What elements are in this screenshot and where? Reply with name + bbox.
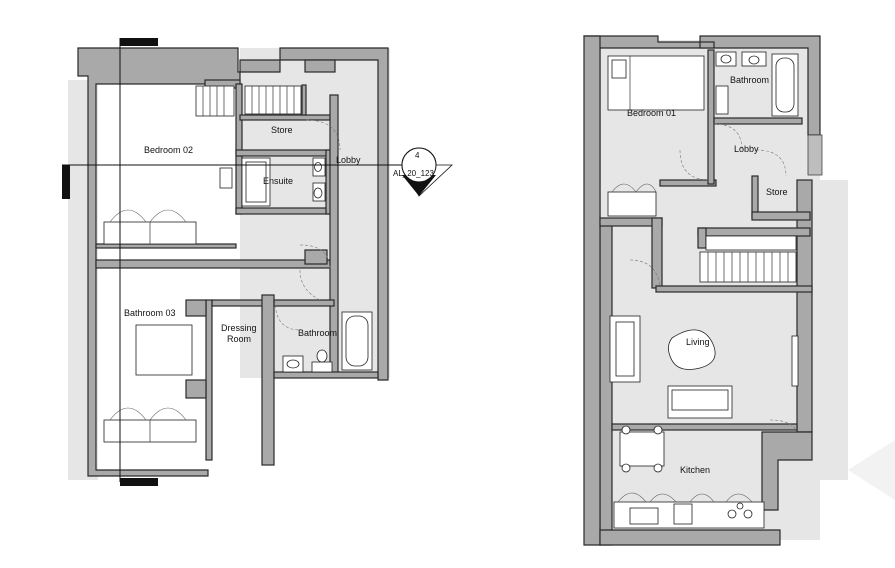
right-interior-walls bbox=[599, 41, 813, 431]
right-stairs bbox=[699, 235, 797, 283]
left-stairs bbox=[195, 85, 302, 117]
right-bathroom-fixtures bbox=[715, 51, 799, 117]
room-label-lobby: Lobby bbox=[734, 144, 759, 154]
room-label-bathroom-03: Bathroom 03 bbox=[124, 308, 176, 318]
left-floor-plan: Bedroom 02 Store Lobby Ensuite Bathroom … bbox=[62, 38, 454, 486]
left-ensuite-fixtures bbox=[219, 157, 326, 207]
left-interior-walls bbox=[95, 83, 379, 466]
room-label-bathroom: Bathroom bbox=[298, 328, 337, 338]
room-label-bedroom-01: Bedroom 01 bbox=[627, 108, 676, 118]
section-marker-reference: AL_20_123 bbox=[393, 169, 434, 178]
left-bathroom-fixtures bbox=[282, 311, 373, 373]
left-bedroom-furniture bbox=[103, 209, 197, 443]
room-label-ensuite: Ensuite bbox=[263, 176, 293, 186]
left-section-cut bbox=[62, 38, 404, 486]
right-exterior-walls bbox=[583, 35, 823, 546]
room-label-bedroom-02: Bedroom 02 bbox=[144, 145, 193, 155]
room-label-dressing: Dressing bbox=[221, 323, 257, 333]
right-bedroom-furniture bbox=[607, 55, 705, 217]
section-marker: 4 AL_20_123 bbox=[393, 147, 454, 197]
adjacent-drawing-fragment bbox=[848, 440, 895, 500]
room-label-kitchen: Kitchen bbox=[680, 465, 710, 475]
left-door-swings bbox=[274, 119, 341, 331]
room-label-lobby: Lobby bbox=[336, 155, 361, 165]
room-label-living: Living bbox=[686, 337, 710, 347]
right-living-furniture bbox=[609, 315, 799, 419]
room-label-dressing-room: Room bbox=[227, 334, 251, 344]
right-door-swings bbox=[629, 123, 797, 431]
room-label-bathroom: Bathroom bbox=[730, 75, 769, 85]
section-marker-number: 4 bbox=[415, 151, 420, 160]
room-label-store: Store bbox=[766, 187, 788, 197]
right-floor-plan: Bedroom 01 Bathroom Lobby Store Living K… bbox=[583, 35, 848, 546]
room-label-store: Store bbox=[271, 125, 293, 135]
right-kitchen-furniture bbox=[613, 425, 765, 529]
